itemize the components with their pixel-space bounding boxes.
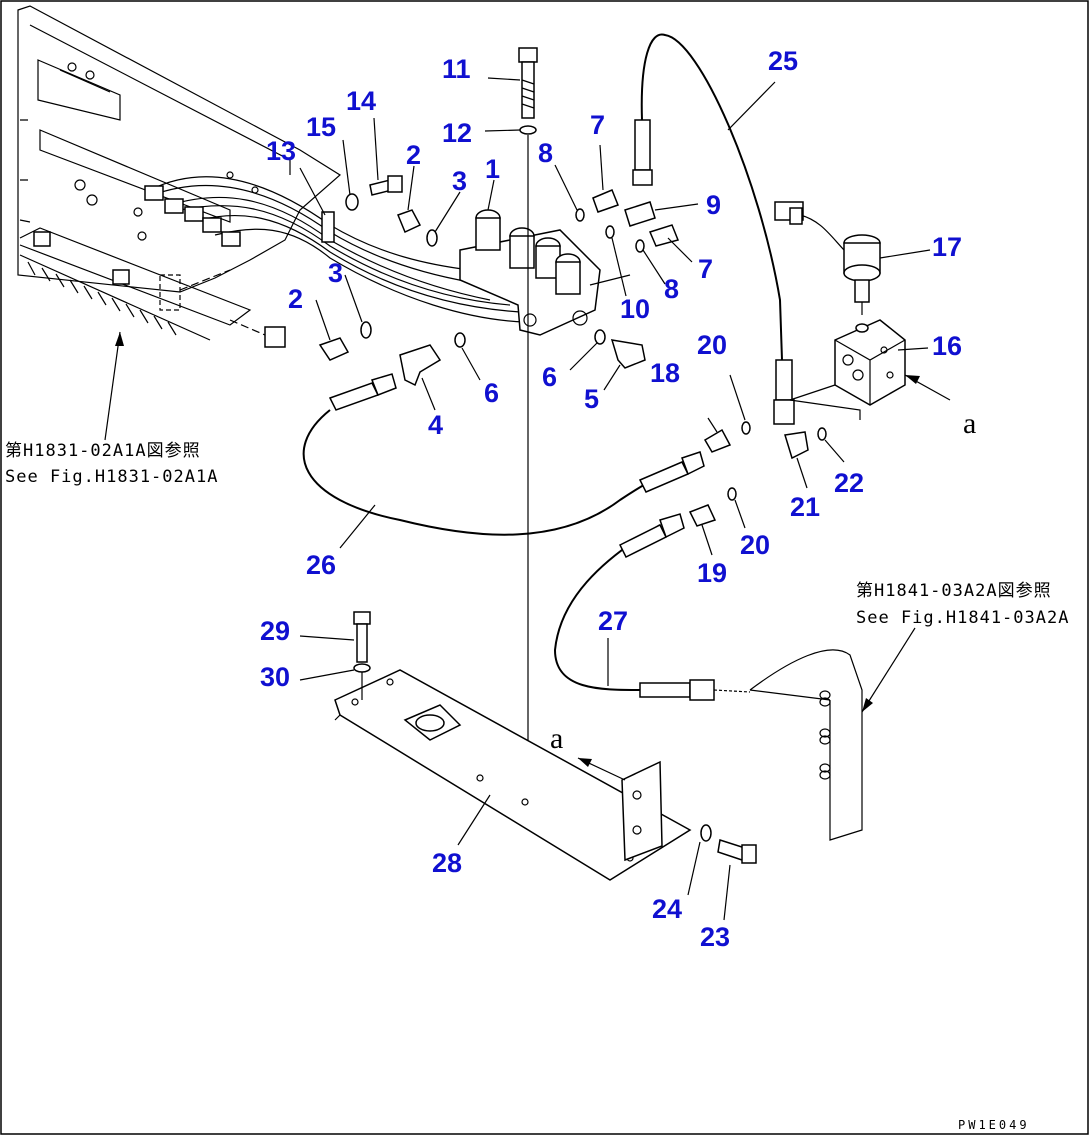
callout-3-lower: 3 — [328, 258, 343, 288]
callout-27: 27 — [598, 606, 628, 636]
callout-30: 30 — [260, 662, 290, 692]
reference-pipe — [749, 649, 863, 841]
callout-16: 16 — [932, 331, 962, 361]
bolt-23 — [700, 824, 757, 864]
callout-26: 26 — [306, 550, 336, 580]
callout-1: 1 — [485, 154, 500, 184]
callout-2-upper: 2 — [406, 140, 421, 170]
bolt-11 — [518, 47, 538, 800]
callout-28: 28 — [432, 848, 462, 878]
solenoid-17 — [774, 201, 881, 315]
right-reference-en: See Fig.H1841-03A2A — [856, 608, 1069, 628]
cab-panel — [17, 5, 342, 348]
hose-25 — [632, 33, 795, 425]
callout-7-lower: 7 — [698, 254, 713, 284]
callout-21: 21 — [790, 492, 820, 522]
leader-lines — [104, 77, 951, 921]
hose-27 — [553, 513, 751, 701]
right-reference-jp: 第H1841-03A2A図参照 — [856, 581, 1052, 601]
callout-4: 4 — [428, 410, 443, 440]
callout-8-lower: 8 — [664, 274, 679, 304]
callout-24: 24 — [652, 894, 682, 924]
callout-labels: 1 2 2 3 3 4 5 6 6 7 7 8 8 9 10 11 12 13 … — [260, 46, 962, 952]
view-label-upper: a — [963, 407, 976, 440]
callout-11: 11 — [442, 54, 471, 84]
callout-12: 12 — [442, 118, 472, 148]
hose-26 — [302, 373, 705, 536]
callout-18: 18 — [650, 358, 680, 388]
solenoid-valve-assembly — [459, 209, 631, 336]
callout-20-upper: 20 — [697, 330, 727, 360]
callout-29: 29 — [260, 616, 290, 646]
callout-6-right: 6 — [542, 362, 557, 392]
callout-13: 13 — [266, 136, 296, 166]
callout-14: 14 — [346, 86, 376, 116]
callout-25: 25 — [768, 46, 798, 76]
callout-20-lower: 20 — [740, 530, 770, 560]
left-reference-en: See Fig.H1831-02A1A — [5, 467, 218, 487]
valve-block-16 — [789, 319, 906, 420]
bolt-29 — [353, 611, 371, 700]
callout-19: 19 — [697, 558, 727, 588]
callout-2-lower: 2 — [288, 284, 303, 314]
callout-17: 17 — [932, 232, 962, 262]
callout-22: 22 — [834, 468, 864, 498]
view-label-lower: a — [550, 722, 563, 755]
wiring-harness — [144, 176, 526, 323]
callout-10: 10 — [620, 294, 650, 324]
callout-9: 9 — [706, 190, 721, 220]
callout-3-upper: 3 — [452, 166, 467, 196]
callout-23: 23 — [700, 922, 730, 952]
left-reference-jp: 第H1831-02A1A図参照 — [5, 441, 201, 461]
callout-8-upper: 8 — [538, 138, 553, 168]
callout-5: 5 — [584, 384, 599, 414]
drawing-code: PW1E049 — [958, 1118, 1030, 1132]
fittings — [318, 175, 827, 527]
callout-7-upper: 7 — [590, 110, 605, 140]
plate-28 — [334, 669, 692, 881]
callout-15: 15 — [306, 112, 336, 142]
callout-6-left: 6 — [484, 378, 499, 408]
